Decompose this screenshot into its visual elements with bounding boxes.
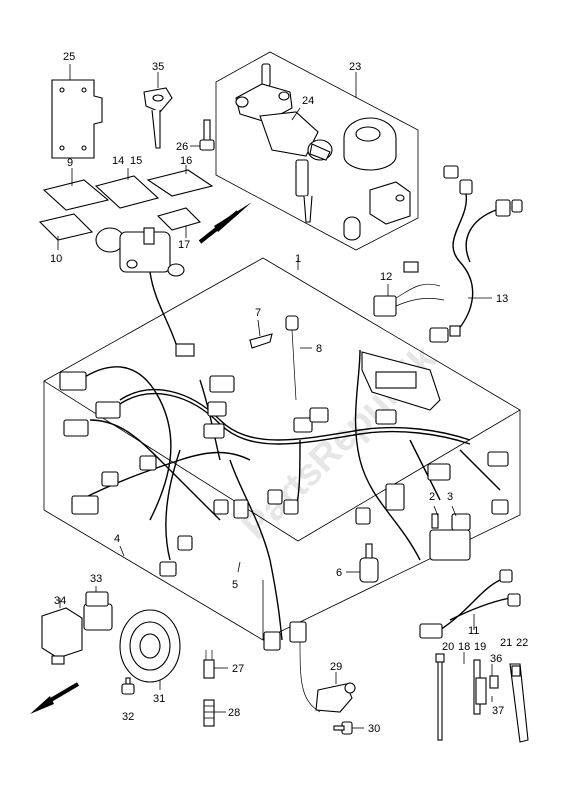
callout-9: 9: [67, 157, 73, 169]
callout-35: 35: [152, 61, 164, 73]
callout-12: 12: [380, 271, 392, 283]
callout-20: 20: [442, 641, 454, 653]
leader-4: [119, 545, 125, 557]
harness-wires: [79, 349, 501, 713]
callout-37: 37: [492, 705, 504, 717]
callout-2: 2: [429, 491, 435, 503]
leader-5: [237, 561, 241, 573]
callout-23: 23: [349, 61, 361, 73]
key-part: [143, 87, 173, 149]
harness-connectors: [59, 371, 509, 651]
callout-15: 15: [130, 155, 142, 167]
callout-27: 27: [232, 663, 244, 675]
arrow-down-left-shaft: [42, 682, 80, 706]
bolt-30: [333, 721, 353, 735]
callout-18: 18: [458, 641, 470, 653]
callout-33: 33: [90, 573, 102, 585]
callout-25: 25: [63, 51, 75, 63]
callout-17: 17: [178, 239, 190, 251]
plate-25: [51, 79, 103, 159]
callout-13: 13: [496, 293, 508, 305]
callout-11: 11: [468, 625, 479, 637]
callout-31: 31: [153, 693, 165, 705]
clip-7: [249, 333, 273, 349]
callout-24: 24: [302, 95, 314, 107]
callout-5: 5: [232, 579, 238, 591]
bolt-32: [121, 677, 135, 695]
horn-31: [119, 609, 181, 683]
sensor-6: [359, 543, 379, 583]
callout-28: 28: [228, 707, 240, 719]
fuse-block: [429, 513, 471, 561]
leader-24: [291, 107, 301, 121]
relay-12: [373, 261, 445, 317]
callout-14: 14: [112, 155, 124, 167]
leader-7: [257, 319, 261, 337]
ignition-box: [215, 51, 419, 251]
callout-19: 19: [474, 641, 486, 653]
callout-1: 1: [295, 253, 301, 265]
cable-ties: [435, 653, 529, 743]
callout-34: 34: [54, 595, 66, 607]
callout-3: 3: [447, 491, 453, 503]
sub-harness-13: [429, 165, 523, 343]
relay-34: [41, 607, 83, 665]
main-block-connector: [361, 351, 441, 411]
ignition-lock-assembly: [235, 63, 333, 223]
pads: [38, 169, 214, 241]
callout-30: 30: [368, 723, 380, 735]
lock-cap: [343, 117, 397, 171]
arrow-up-right-shaft: [198, 210, 240, 244]
relay-33: [83, 591, 113, 631]
callout-6: 6: [336, 567, 342, 579]
callout-16: 16: [180, 155, 192, 167]
callout-21: 21: [500, 637, 512, 649]
callout-32: 32: [122, 711, 134, 723]
callout-10: 10: [50, 253, 62, 265]
seat-lock: [343, 181, 411, 241]
switch-27: [203, 650, 215, 679]
sub-harness-11: [419, 569, 521, 639]
callout-26: 26: [176, 141, 188, 153]
leader-2: [433, 505, 439, 517]
callout-labels: 1 2 3 4 5 6 7 8 9 10 11 12 13 14 15 16 1…: [50, 51, 528, 735]
leader-3: [451, 505, 457, 517]
bracket-29: [315, 682, 356, 713]
band-8: [285, 315, 299, 401]
callout-36: 36: [490, 653, 502, 665]
callout-8: 8: [316, 343, 322, 355]
callout-4: 4: [114, 533, 120, 545]
callout-29: 29: [330, 661, 342, 673]
callout-7: 7: [255, 307, 261, 319]
bolt-26: [199, 119, 215, 151]
spring-28: [203, 699, 215, 727]
callout-22: 22: [516, 637, 528, 649]
steering-lock: [95, 227, 195, 357]
